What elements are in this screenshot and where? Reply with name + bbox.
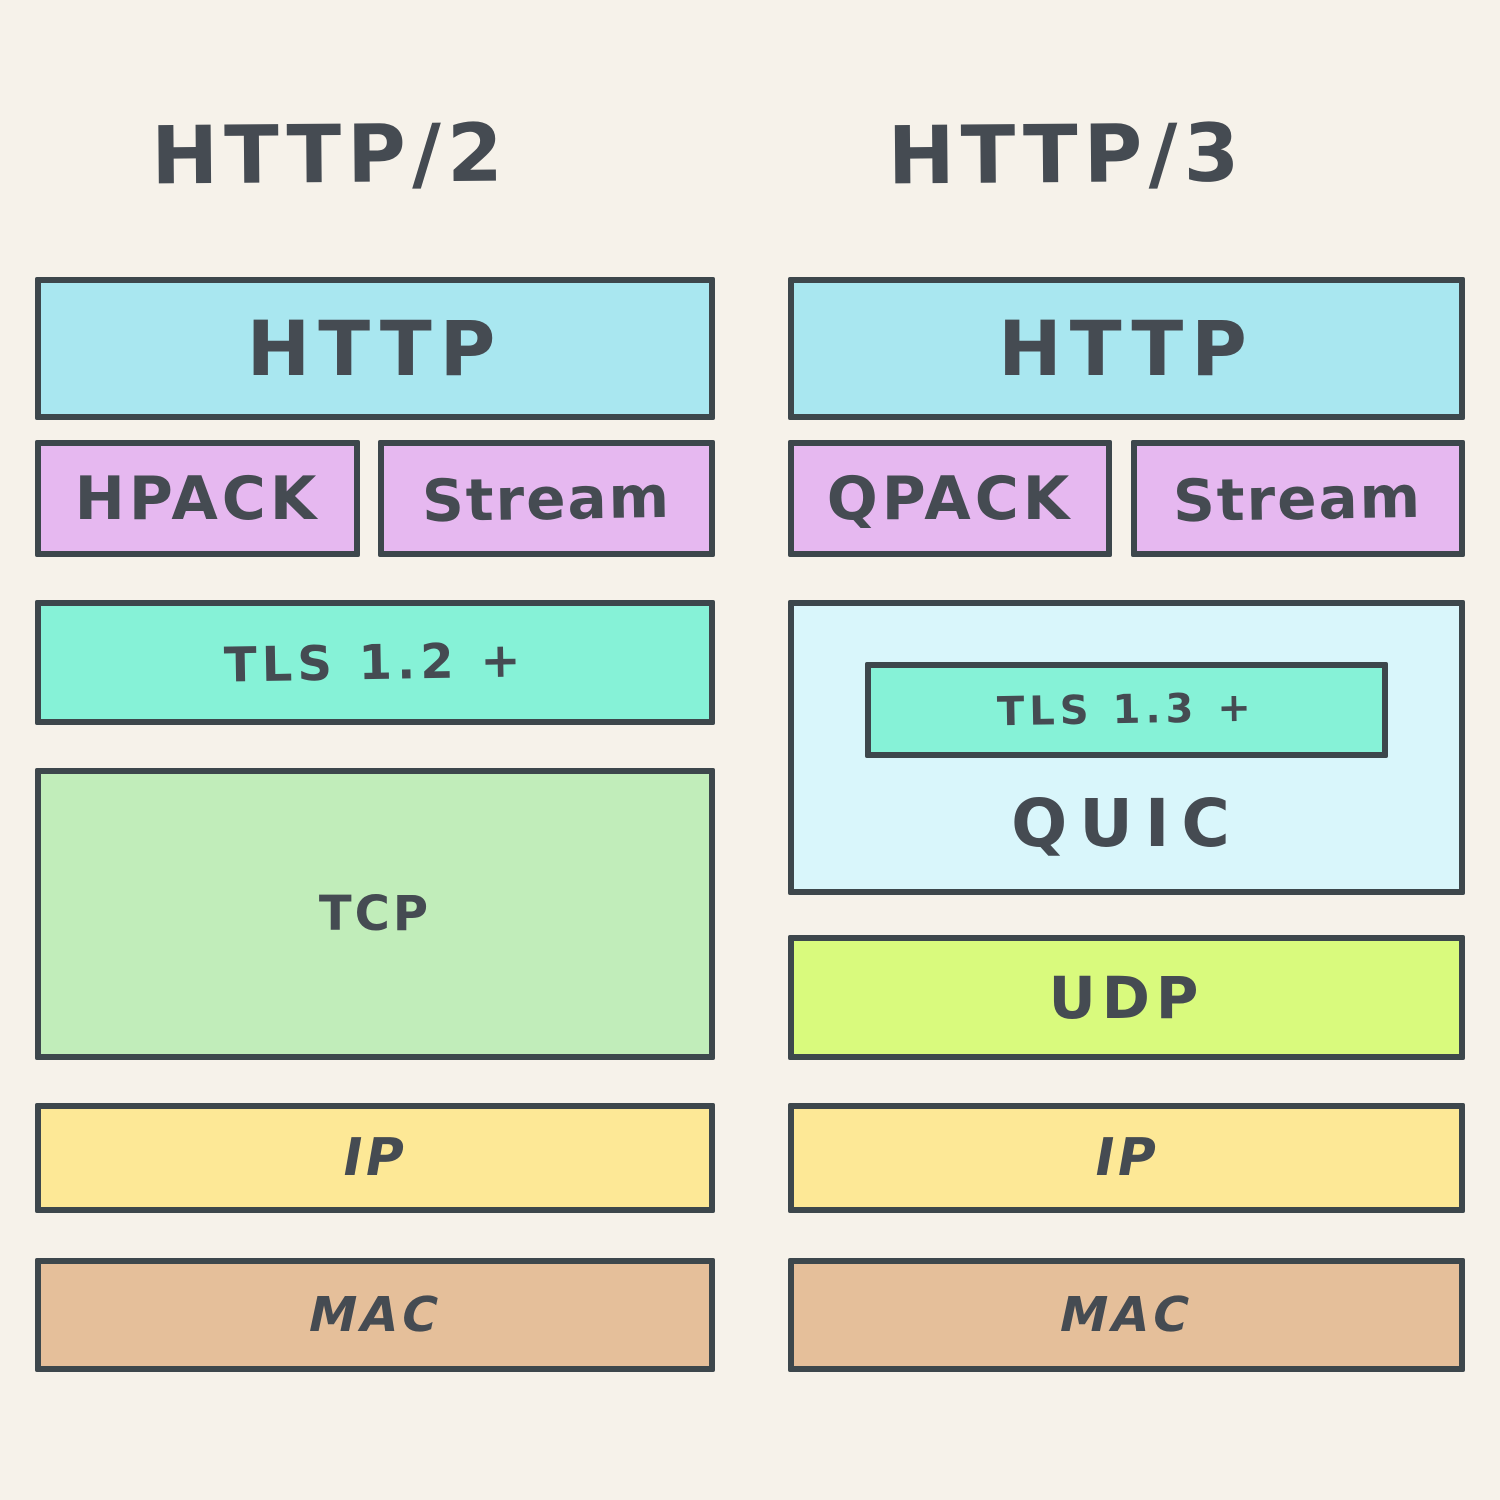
http2-hpack-label: HPACK (74, 463, 321, 534)
http3-quic-label-area: QUIC (794, 758, 1459, 889)
http3-qpack-label: QPACK (826, 463, 1074, 534)
http2-column-title: HTTP/2 (150, 106, 510, 203)
http3-stream-layer-box: Stream (1131, 440, 1465, 557)
http2-mac-label: MAC (302, 1287, 448, 1343)
http2-tcp-layer-box: TCP (35, 768, 715, 1060)
http2-http-layer-box: HTTP (35, 277, 715, 420)
http3-tls-label: TLS 1.3 + (996, 684, 1257, 736)
http2-http-label: HTTP (246, 304, 504, 393)
http2-tls-layer-box: TLS 1.2 + (35, 600, 715, 725)
http2-tcp-label: TCP (318, 886, 432, 942)
http3-stream-label: Stream (1172, 462, 1424, 535)
http2-mac-layer-box: MAC (35, 1258, 715, 1372)
http2-ip-layer-box: IP (35, 1103, 715, 1213)
http2-tls-label: TLS 1.2 + (223, 631, 527, 694)
http3-udp-layer-box: UDP (788, 935, 1465, 1060)
http3-column-title: HTTP/3 (887, 106, 1246, 203)
http2-hpack-layer-box: HPACK (35, 440, 360, 557)
http2-ip-label: IP (337, 1128, 413, 1188)
http3-quic-layer-box: TLS 1.3 + QUIC (788, 600, 1465, 895)
http3-ip-layer-box: IP (788, 1103, 1465, 1213)
http3-quic-label: QUIC (1011, 785, 1242, 862)
http3-http-layer-box: HTTP (788, 277, 1465, 420)
http2-stream-layer-box: Stream (378, 440, 715, 557)
http2-stream-label: Stream (421, 462, 672, 535)
http3-http-label: HTTP (998, 304, 1255, 393)
http3-mac-label: MAC (1054, 1287, 1199, 1343)
http3-ip-label: IP (1089, 1128, 1164, 1188)
http3-mac-layer-box: MAC (788, 1258, 1465, 1372)
http3-qpack-layer-box: QPACK (788, 440, 1112, 557)
http3-tls-layer-box: TLS 1.3 + (865, 662, 1388, 758)
http3-udp-label: UDP (1048, 963, 1205, 1032)
